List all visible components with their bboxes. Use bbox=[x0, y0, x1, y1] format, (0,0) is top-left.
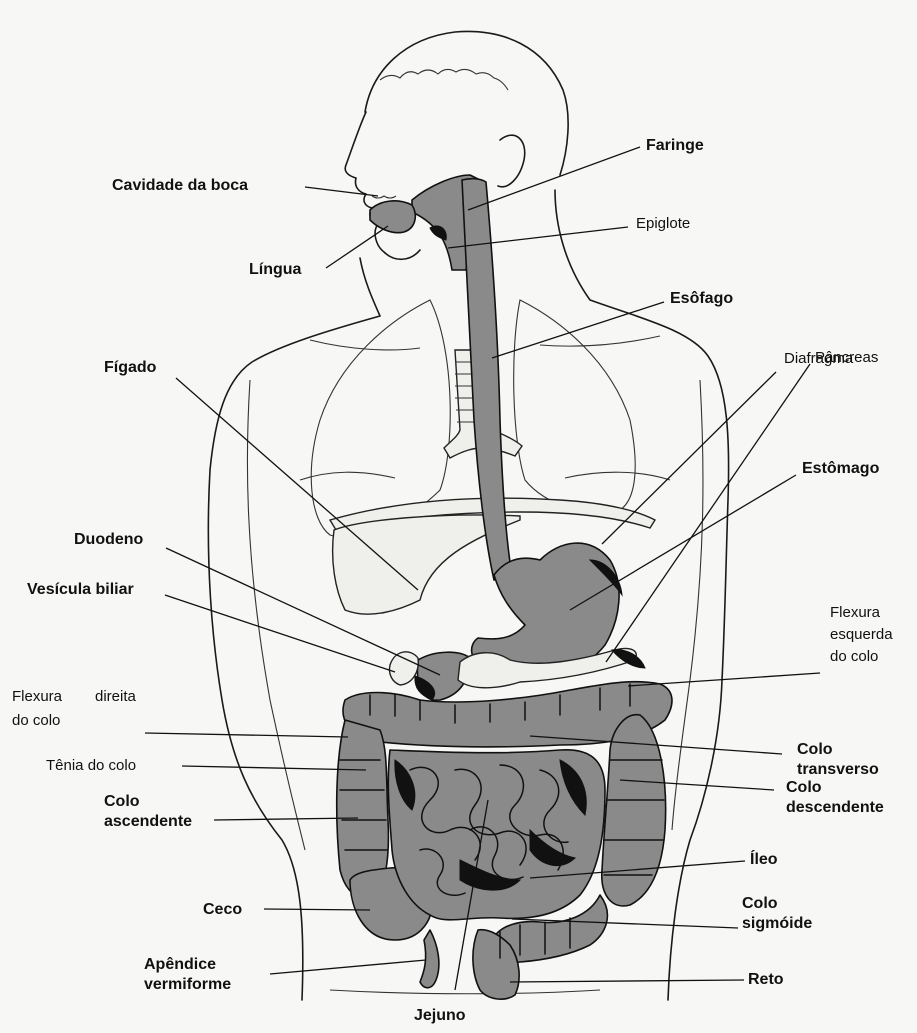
label-tenia-do-colo: Tênia do colo bbox=[46, 757, 136, 776]
label-duodeno: Duodeno bbox=[74, 530, 143, 550]
label-colo-transverso: Colo transverso bbox=[797, 740, 879, 780]
label-faringe: Faringe bbox=[646, 136, 704, 156]
label-epiglote: Epiglote bbox=[636, 215, 690, 234]
label-colo-ascendente: Colo ascendente bbox=[104, 792, 192, 832]
label-vesicula-biliar: Vesícula biliar bbox=[27, 580, 134, 600]
appendix bbox=[420, 930, 439, 988]
label-estomago: Estômago bbox=[802, 459, 879, 479]
label-flexura-direita-3: do colo bbox=[12, 712, 60, 731]
label-colo-descendente: Colo descendente bbox=[786, 778, 884, 818]
gallbladder bbox=[389, 652, 418, 685]
hair bbox=[365, 31, 568, 175]
label-jejuno: Jejuno bbox=[414, 1006, 466, 1026]
label-reto: Reto bbox=[748, 970, 784, 990]
tongue bbox=[370, 201, 415, 233]
right-lung bbox=[514, 300, 636, 513]
label-esofago: Esôfago bbox=[670, 289, 733, 309]
label-flexura-esquerda: Flexura esquerda do colo bbox=[830, 602, 893, 667]
label-apendice-vermiforme: Apêndice vermiforme bbox=[144, 955, 231, 995]
label-pancreas: Pâncreas bbox=[815, 349, 878, 368]
face-profile bbox=[345, 112, 420, 259]
ear bbox=[498, 135, 525, 187]
label-colo-sigmoide: Colo sigmóide bbox=[742, 894, 812, 934]
label-ceco: Ceco bbox=[203, 900, 242, 920]
label-flexura-direita-1: Flexura bbox=[12, 688, 62, 707]
label-ileo: Íleo bbox=[750, 850, 778, 870]
label-figado: Fígado bbox=[104, 358, 156, 378]
label-cavidade-da-boca: Cavidade da boca bbox=[112, 176, 248, 196]
label-lingua: Língua bbox=[249, 260, 301, 280]
label-flexura-direita-2: direita bbox=[95, 688, 136, 707]
